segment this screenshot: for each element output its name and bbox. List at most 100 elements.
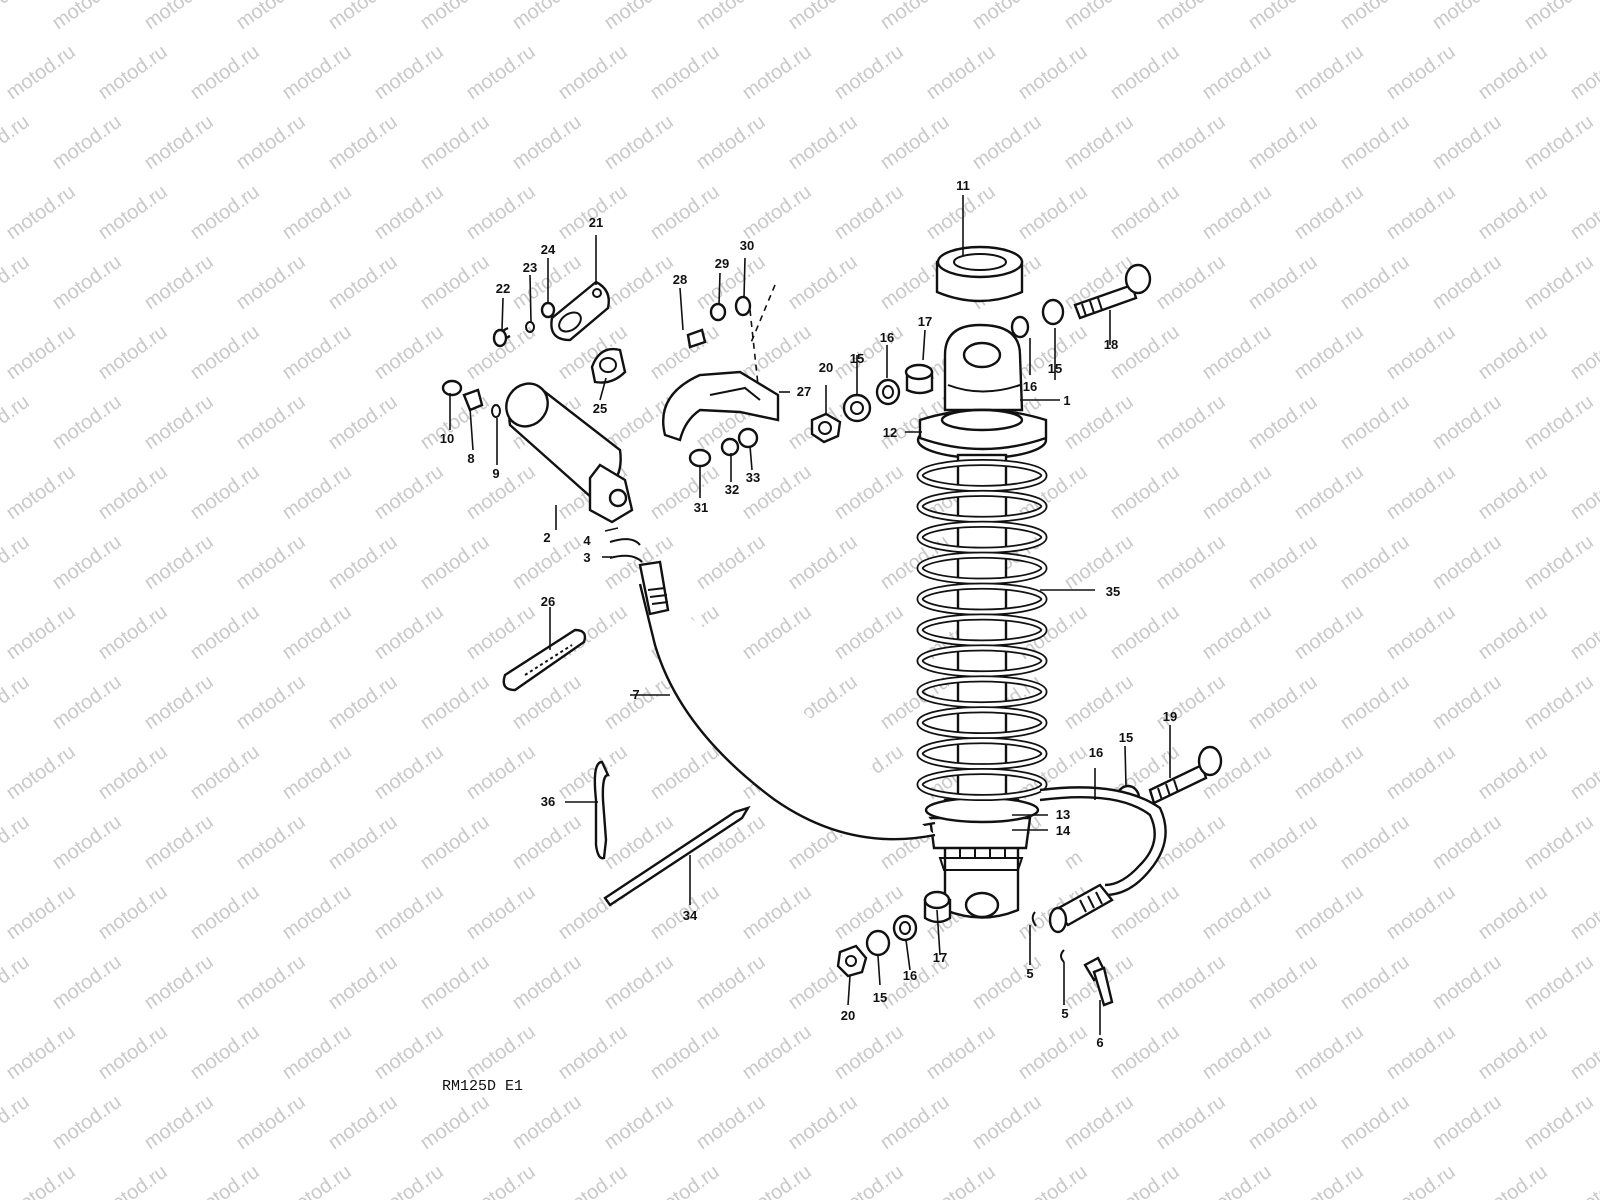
- watermark-text: motod.ru: [508, 111, 585, 174]
- part-label-25: 25: [593, 401, 607, 416]
- part-label-17a: 17: [918, 314, 932, 329]
- watermark-text: motod.ru: [324, 951, 401, 1014]
- part-label-17b: 17: [933, 950, 947, 965]
- washer-15-top-right: [1041, 298, 1065, 326]
- watermark-text: motod.ru: [186, 1161, 263, 1200]
- watermark-text: motod.ru: [1152, 951, 1229, 1014]
- watermark-text: motod.ru: [324, 671, 401, 734]
- watermark-text: motod.ru: [278, 601, 355, 664]
- watermark-text: motod.ru: [1060, 111, 1137, 174]
- part-label-14: 14: [1056, 823, 1071, 838]
- watermark-text: motod.ru: [370, 881, 447, 944]
- part-label-34: 34: [683, 908, 698, 923]
- watermark-text: motod.ru: [1336, 111, 1413, 174]
- watermark-text: motod.ru: [1290, 1161, 1367, 1200]
- watermark-text: motod.ru: [692, 1091, 769, 1154]
- watermark-text: motod.ru: [692, 111, 769, 174]
- spring-coil-highlight: [918, 677, 1046, 707]
- hose-7: [638, 560, 936, 841]
- watermark-text: motod.ru: [830, 181, 907, 244]
- watermark-text: motod.ru: [0, 531, 34, 594]
- watermark-text: motod.ru: [600, 531, 677, 594]
- watermark-text: motod.ru: [232, 1091, 309, 1154]
- part-label-20b: 20: [841, 1008, 855, 1023]
- watermark-text: motod.ru: [370, 181, 447, 244]
- watermark-text: motod.ru: [554, 41, 631, 104]
- tie-strap-34: [603, 805, 751, 907]
- watermark-text: motod.ru: [1290, 601, 1367, 664]
- watermark-text: motod.ru: [1474, 881, 1551, 944]
- spring-coil-highlight: [918, 553, 1046, 583]
- watermark-text: motod.ru: [1520, 671, 1597, 734]
- watermark-text: motod.ru: [2, 461, 79, 524]
- watermark-text: motod.ru: [1290, 461, 1367, 524]
- watermark-text: motod.ru: [140, 111, 217, 174]
- spring-coil-highlight: [918, 707, 1046, 738]
- watermark-text: motod.ru: [1106, 461, 1183, 524]
- watermark-text: motod.ru: [600, 1091, 677, 1154]
- watermark-text: motod.ru: [2, 41, 79, 104]
- watermark-text: motod.ru: [1198, 1021, 1275, 1084]
- watermark-text: motod.ru: [1106, 1021, 1183, 1084]
- spring-coil-highlight: [918, 460, 1046, 491]
- watermark-text: motod.ru: [186, 41, 263, 104]
- watermark-text: motod.ru: [370, 741, 447, 804]
- watermark-text: motod.ru: [140, 671, 217, 734]
- watermark-text: motod.ru: [876, 1091, 953, 1154]
- watermark-text: motod.ru: [692, 251, 769, 314]
- watermark-text: motod.ru: [462, 1161, 539, 1200]
- watermark-text: motod.ru: [232, 811, 309, 874]
- spring-coil-highlight: [918, 769, 1046, 800]
- watermark-text: motod.ru: [508, 951, 585, 1014]
- watermark-text: motod.ru: [370, 1161, 447, 1200]
- part-label-29: 29: [715, 256, 729, 271]
- part-label-5b: 5: [1061, 1006, 1068, 1021]
- watermark-text: motod.ru: [1060, 531, 1137, 594]
- watermark-text: motod.ru: [1198, 881, 1275, 944]
- watermark-text: motod.ru: [370, 321, 447, 384]
- watermark-text: motod.ru: [876, 111, 953, 174]
- watermark-text: motod.ru: [1382, 461, 1459, 524]
- watermark-text: motod.ru: [186, 321, 263, 384]
- watermark-text: motod.ru: [554, 1021, 631, 1084]
- watermark-text: motod.ru: [416, 951, 493, 1014]
- watermark-text: motod.ru: [1198, 181, 1275, 244]
- watermark-text: motod.ru: [1152, 251, 1229, 314]
- watermark-text: motod.ru: [1244, 391, 1321, 454]
- watermark-text: motod.ru: [1014, 1161, 1091, 1200]
- watermark-text: motod.ru: [876, 0, 953, 34]
- watermark-text: motod.ru: [370, 461, 447, 524]
- watermark-text: motod.ru: [416, 531, 493, 594]
- watermark-text: motod.ru: [1198, 601, 1275, 664]
- watermark-text: motod.ru: [1244, 531, 1321, 594]
- watermark-text: motod.ru: [1520, 111, 1597, 174]
- watermark-text: motod.ru: [1520, 951, 1597, 1014]
- spring-coil-highlight: [918, 584, 1046, 614]
- watermark-text: motod.ru: [1198, 41, 1275, 104]
- watermark-text: motod.ru: [1428, 1091, 1505, 1154]
- watermark-text: motod.ru: [462, 741, 539, 804]
- watermark-text: motod.ru: [0, 811, 34, 874]
- part-label-31: 31: [694, 500, 708, 515]
- watermark-text: motod.ru: [0, 671, 34, 734]
- watermark-text: motod.ru: [94, 601, 171, 664]
- watermark-text: motod.ru: [94, 181, 171, 244]
- watermark-text: motod.ru: [646, 1021, 723, 1084]
- lower-left-bushings: [836, 890, 952, 978]
- watermark-text: motod.ru: [186, 181, 263, 244]
- watermark-text: motod.ru: [600, 671, 677, 734]
- watermark-text: motod.ru: [1382, 1161, 1459, 1200]
- washer-16-top-right: [1010, 315, 1030, 339]
- watermark-text: motod.ru: [2, 881, 79, 944]
- watermark-text: motod.ru: [2, 1161, 79, 1200]
- watermark-text: motod.ru: [1152, 1091, 1229, 1154]
- watermark-text: motod.ru: [324, 1091, 401, 1154]
- watermark-text: motod.ru: [0, 951, 34, 1014]
- leader-lines: [449, 195, 1171, 1035]
- watermark-text: motod.ru: [1520, 531, 1597, 594]
- reservoir-tank: [505, 382, 634, 524]
- watermark-text: motod.ru: [1474, 741, 1551, 804]
- bracket-21: [492, 280, 627, 384]
- part-label-28: 28: [673, 272, 687, 287]
- watermark-text: motod.ru: [1382, 601, 1459, 664]
